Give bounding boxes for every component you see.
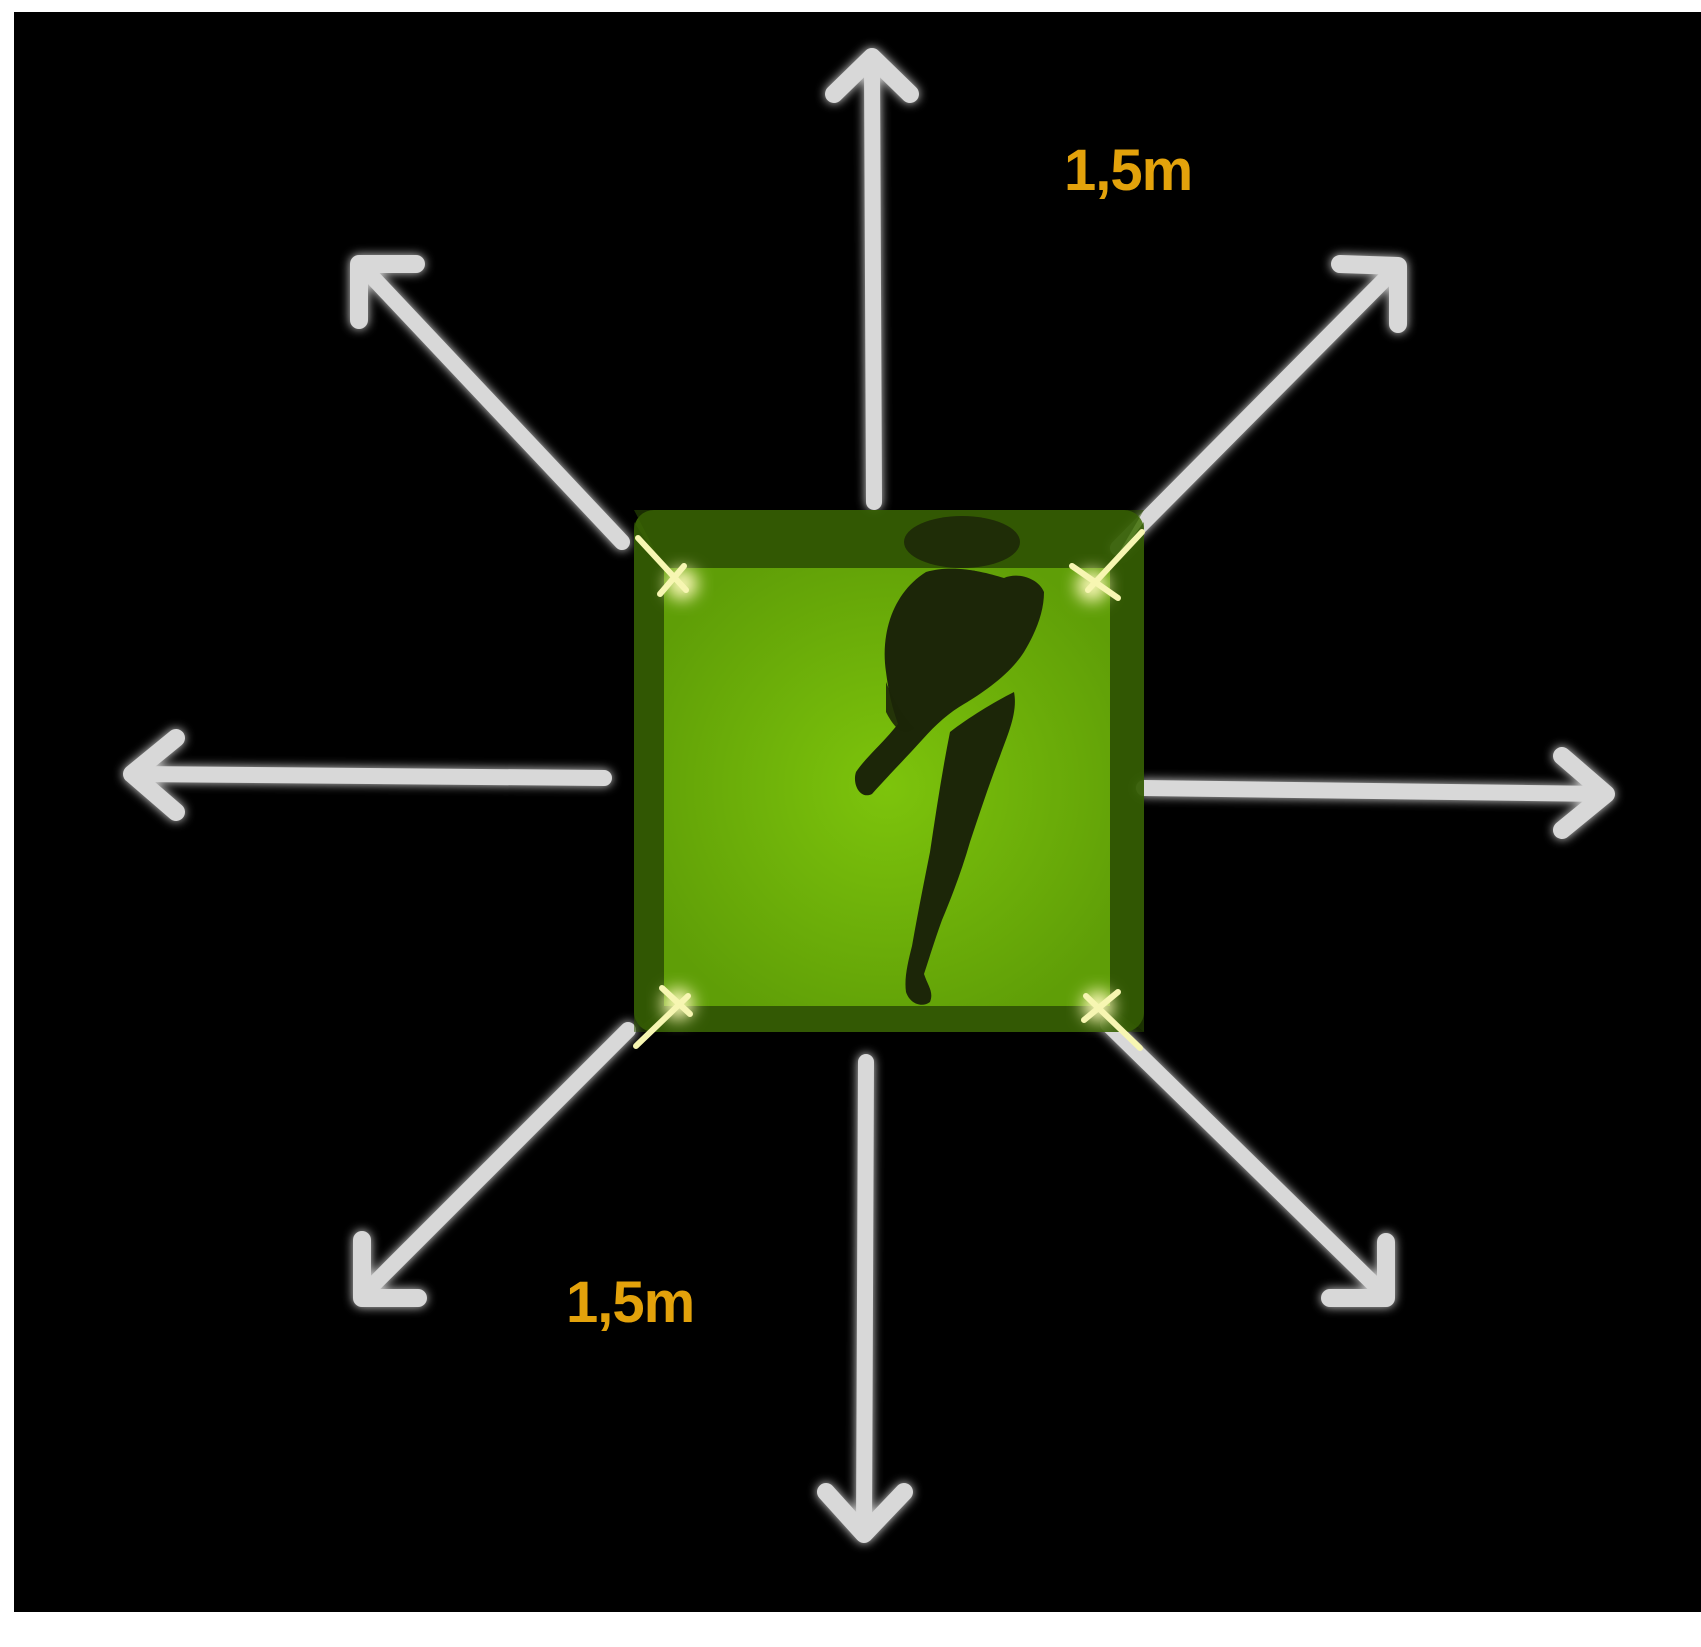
arrow-up-right-icon <box>1118 264 1398 548</box>
diagram-canvas: 1,5m 1,5m <box>14 12 1701 1612</box>
arrow-right-icon <box>1144 756 1606 830</box>
arrow-up-icon <box>834 57 910 502</box>
top-distance-label: 1,5m <box>1064 142 1192 200</box>
diagram-svg <box>14 12 1701 1612</box>
arrow-down-right-icon <box>1108 1024 1386 1298</box>
arrow-down-left-icon <box>362 1030 628 1298</box>
arrow-up-left-icon <box>359 264 622 542</box>
bottom-distance-label: 1,5m <box>566 1274 694 1332</box>
arrow-left-icon <box>132 738 604 812</box>
arrow-down-icon <box>826 1062 904 1534</box>
